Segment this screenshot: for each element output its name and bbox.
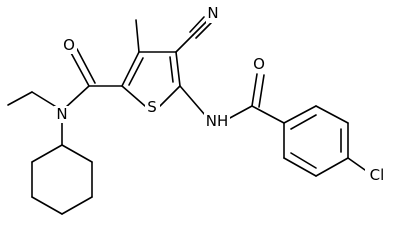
bond-cy4 — [31, 196, 63, 215]
bond-c-n-amide1 — [64, 85, 90, 109]
bond-c-o-amide2-b — [258, 74, 265, 108]
bond-ethyl — [7, 91, 33, 106]
bond-c2-c3-a — [121, 51, 140, 87]
bond-ph4 — [315, 157, 349, 177]
bond-cy1 — [61, 144, 93, 163]
bond-c2-c3-b — [128, 57, 144, 86]
bond-c-o-amide1-b — [76, 48, 96, 84]
bond-n-ethyl1 — [31, 91, 59, 109]
bond-cy3 — [61, 196, 93, 215]
bond-c5-nh — [179, 85, 206, 116]
bond-ph1 — [283, 105, 317, 124]
bond-amide2-phenyl — [251, 105, 285, 124]
bond-ph2 — [315, 105, 349, 124]
bond-s-c5 — [159, 85, 181, 107]
bond-ph-inner1 — [290, 114, 317, 130]
atom-nh: NH — [206, 112, 229, 130]
bond-c-o-amide2-a — [251, 73, 258, 107]
bond-c4-c5-a — [175, 51, 181, 87]
atom-o-amide2: O — [253, 55, 265, 73]
bond-c2-s — [121, 85, 146, 107]
atom-labels: O N S N NH O Cl — [54, 4, 389, 184]
atom-o-amide1: O — [63, 36, 75, 54]
bond-cn-triple-b — [189, 16, 205, 33]
bonds — [7, 16, 366, 215]
bond-ph5 — [283, 157, 317, 177]
bond-ph-inner3 — [290, 152, 317, 169]
bond-c4-cn — [175, 34, 194, 53]
bond-cy6 — [31, 144, 63, 163]
atom-n-nitrile: N — [207, 4, 218, 22]
bond-c-o-amide1-a — [69, 50, 90, 87]
bond-ph-cl — [347, 157, 366, 171]
molecule-diagram: O N S N NH O Cl — [7, 4, 389, 215]
bond-cn-triple-a — [192, 19, 209, 36]
atom-s-ring: S — [147, 98, 157, 116]
bond-c3-methyl — [135, 19, 140, 53]
bond-c4-c5-b — [169, 56, 174, 83]
bond-cn-triple-c — [195, 22, 212, 39]
bond-nh-amide2 — [227, 105, 253, 120]
atom-n-amide1: N — [56, 105, 67, 123]
atom-cl: Cl — [370, 166, 385, 184]
structure-drawing: O N S N NH O Cl — [7, 4, 389, 215]
